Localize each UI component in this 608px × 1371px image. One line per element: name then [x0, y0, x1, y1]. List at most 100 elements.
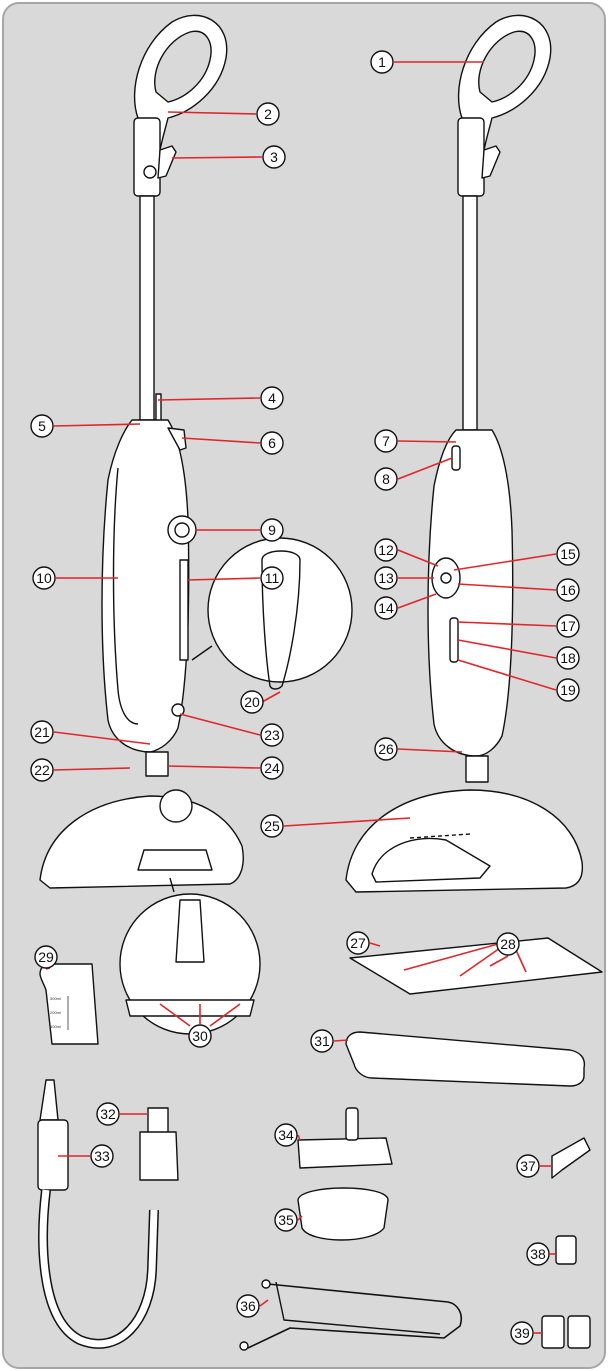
callout-32: 32 — [97, 1103, 119, 1125]
leader-line-3 — [172, 157, 262, 158]
strap-clip-top — [262, 1280, 270, 1288]
callout-number-7: 7 — [382, 433, 390, 449]
right-shaft — [463, 196, 477, 430]
callout-22: 22 — [31, 759, 53, 781]
callout-number-19: 19 — [560, 682, 576, 698]
right-top-button — [452, 446, 460, 470]
callout-28: 28 — [497, 933, 519, 955]
callout-24: 24 — [261, 757, 283, 779]
jug-mark-300: 300ml — [50, 996, 61, 1001]
callout-number-35: 35 — [278, 1212, 294, 1228]
leader-line-31 — [334, 1040, 348, 1041]
callout-5: 5 — [31, 415, 53, 437]
brush-head-neck — [346, 1108, 358, 1140]
callout-number-2: 2 — [264, 106, 272, 122]
callout-35: 35 — [275, 1209, 297, 1231]
left-body — [102, 420, 189, 752]
round-brush-b — [568, 1316, 590, 1348]
carpet-bonnet — [298, 1188, 388, 1240]
callout-30: 30 — [189, 1025, 211, 1047]
callout-number-13: 13 — [378, 570, 394, 586]
callout-number-36: 36 — [240, 1298, 256, 1314]
right-neck — [466, 756, 488, 782]
callout-number-30: 30 — [192, 1028, 208, 1044]
callout-2: 2 — [257, 103, 279, 125]
left-shaft — [140, 196, 154, 420]
callout-31: 31 — [311, 1030, 333, 1052]
callout-15: 15 — [557, 543, 579, 565]
callout-3: 3 — [263, 146, 285, 168]
callout-number-12: 12 — [378, 542, 394, 558]
callout-36: 36 — [237, 1295, 259, 1317]
callout-number-37: 37 — [520, 1158, 536, 1174]
jug-mark-100: 100ml — [50, 1024, 61, 1029]
callout-number-16: 16 — [560, 582, 576, 598]
hose-handle — [38, 1120, 68, 1190]
callout-number-17: 17 — [560, 618, 576, 634]
right-upper-connector — [458, 118, 484, 196]
right-control-center — [441, 573, 451, 583]
hose-connector — [148, 1108, 168, 1134]
callout-number-14: 14 — [378, 600, 394, 616]
callout-number-8: 8 — [382, 471, 390, 487]
callout-number-32: 32 — [100, 1106, 116, 1122]
callout-16: 16 — [557, 579, 579, 601]
callout-11: 11 — [261, 567, 283, 589]
left-neck — [146, 752, 168, 776]
callout-number-34: 34 — [278, 1127, 294, 1143]
callout-number-28: 28 — [500, 936, 516, 952]
callout-number-15: 15 — [560, 546, 576, 562]
callout-number-20: 20 — [244, 694, 260, 710]
callout-27: 27 — [347, 932, 369, 954]
callout-38: 38 — [527, 1243, 549, 1265]
callout-number-3: 3 — [270, 149, 278, 165]
callout-34: 34 — [275, 1124, 297, 1146]
callout-number-6: 6 — [268, 435, 276, 451]
round-brush — [556, 1236, 576, 1264]
left-hook-knob — [144, 166, 156, 178]
callout-number-4: 4 — [268, 390, 276, 406]
callout-39: 39 — [511, 1322, 533, 1344]
callout-20: 20 — [241, 691, 263, 713]
callout-9: 9 — [261, 519, 283, 541]
left-trigger — [180, 560, 188, 660]
callout-17: 17 — [557, 615, 579, 637]
leader-line-7 — [398, 441, 456, 442]
callout-number-5: 5 — [38, 418, 46, 434]
callout-6: 6 — [261, 432, 283, 454]
callout-number-26: 26 — [378, 741, 394, 757]
jug-mark-200: 200ml — [50, 1010, 61, 1015]
callout-1: 1 — [371, 51, 393, 73]
callout-25: 25 — [261, 815, 283, 837]
right-water-window — [450, 618, 458, 662]
callout-7: 7 — [375, 430, 397, 452]
callout-number-9: 9 — [268, 522, 276, 538]
callout-29: 29 — [35, 946, 57, 968]
callout-number-24: 24 — [264, 760, 280, 776]
callout-number-18: 18 — [560, 650, 576, 666]
callout-number-31: 31 — [314, 1033, 330, 1049]
callout-number-23: 23 — [264, 727, 280, 743]
callout-number-29: 29 — [38, 949, 54, 965]
callout-13: 13 — [375, 567, 397, 589]
round-brush-a — [542, 1316, 564, 1348]
callout-26: 26 — [375, 738, 397, 760]
base-detail-neck — [176, 900, 204, 962]
left-steam-dial-center — [175, 523, 189, 537]
callout-14: 14 — [375, 597, 397, 619]
left-swivel-joint — [160, 790, 192, 822]
callout-19: 19 — [557, 679, 579, 701]
callout-18: 18 — [557, 647, 579, 669]
callout-number-22: 22 — [34, 762, 50, 778]
callout-number-1: 1 — [378, 54, 386, 70]
callout-number-38: 38 — [530, 1246, 546, 1262]
callout-12: 12 — [375, 539, 397, 561]
strap-clip-bottom — [240, 1342, 248, 1350]
callout-23: 23 — [261, 724, 283, 746]
callout-number-21: 21 — [34, 724, 50, 740]
callout-number-39: 39 — [514, 1325, 530, 1341]
hose-lock-collar — [140, 1132, 178, 1180]
callout-number-10: 10 — [36, 570, 52, 586]
callout-37: 37 — [517, 1155, 539, 1177]
